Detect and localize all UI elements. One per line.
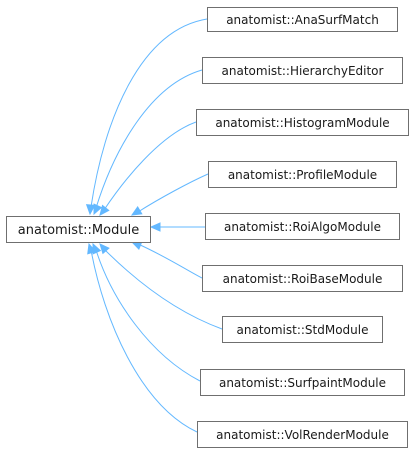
inheritance-edge xyxy=(95,249,201,382)
inheritance-edge xyxy=(137,243,203,279)
inheritance-edge xyxy=(90,249,198,433)
arrowhead-icon xyxy=(87,242,97,255)
arrowhead-icon xyxy=(149,222,161,232)
derived-class-node[interactable]: anatomist::RoiAlgoModule xyxy=(205,213,400,240)
derived-class-node[interactable]: anatomist::RoiBaseModule xyxy=(202,265,403,292)
derived-class-label: anatomist::SurfpaintModule xyxy=(219,376,386,390)
derived-class-label: anatomist::RoiBaseModule xyxy=(223,272,383,286)
arrowhead-icon xyxy=(99,204,110,216)
derived-class-label: anatomist::ProfileModule xyxy=(228,168,377,182)
inheritance-edge xyxy=(137,173,209,213)
arrowhead-icon xyxy=(99,243,110,255)
base-class-node[interactable]: anatomist::Module xyxy=(6,216,151,243)
inheritance-edge xyxy=(103,121,197,211)
derived-class-node[interactable]: anatomist::HierarchyEditor xyxy=(202,57,403,84)
derived-class-node[interactable]: anatomist::SurfpaintModule xyxy=(200,369,405,396)
arrowhead-icon xyxy=(85,204,96,216)
inheritance-edge xyxy=(95,69,203,209)
inheritance-edges xyxy=(85,18,223,433)
arrowhead-icon xyxy=(93,203,103,216)
derived-class-label: anatomist::StdModule xyxy=(237,323,369,337)
derived-class-label: anatomist::AnaSurfMatch xyxy=(226,13,379,27)
derived-class-label: anatomist::RoiAlgoModule xyxy=(224,220,381,234)
derived-class-node[interactable]: anatomist::HistogramModule xyxy=(196,109,409,136)
inheritance-edge xyxy=(90,18,208,208)
derived-class-node[interactable]: anatomist::VolRenderModule xyxy=(197,421,408,448)
derived-class-node[interactable]: anatomist::ProfileModule xyxy=(208,161,397,188)
base-class-label: anatomist::Module xyxy=(18,223,139,238)
derived-class-label: anatomist::HierarchyEditor xyxy=(222,64,384,78)
derived-class-label: anatomist::HistogramModule xyxy=(215,116,389,130)
inheritance-edge xyxy=(103,248,223,330)
arrowhead-icon xyxy=(130,206,143,216)
derived-class-node[interactable]: anatomist::AnaSurfMatch xyxy=(207,7,398,32)
derived-class-node[interactable]: anatomist::StdModule xyxy=(222,316,383,343)
derived-class-label: anatomist::VolRenderModule xyxy=(216,428,389,442)
